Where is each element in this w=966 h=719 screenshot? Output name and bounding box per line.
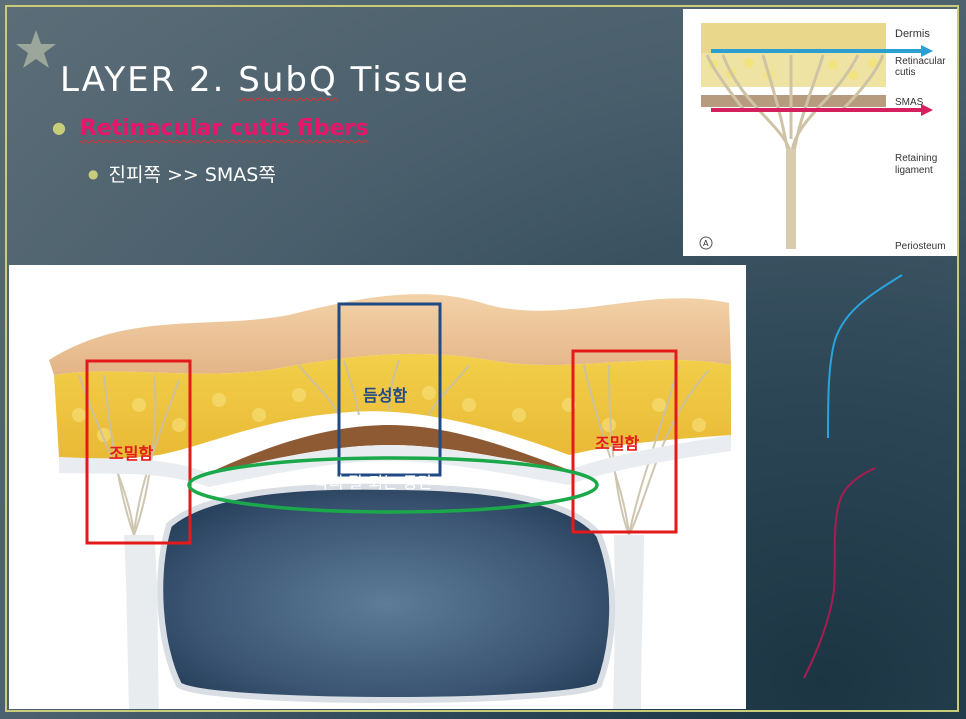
label-smas: SMAS — [895, 97, 924, 108]
sparse-box — [337, 302, 442, 477]
label-space: 박리 잘 되는 공간 — [314, 473, 433, 492]
star-icon — [16, 30, 56, 68]
label-cutis: cutis — [895, 67, 916, 78]
inset-diagram: A Dermis Retinacular cutis SMAS Retainin… — [699, 23, 946, 252]
inset-panel-letter: A — [703, 239, 709, 248]
slide-title: LAYER 2. SubQ Tissue — [60, 60, 470, 100]
bullet-main: ●Retinacular cutis fibers — [52, 116, 369, 141]
dense-box-right — [571, 349, 678, 534]
label-sparse: 듬성함 — [363, 386, 408, 405]
bullet-sub: ●진피쪽 >> SMAS쪽 — [88, 164, 276, 186]
label-ligament: ligament — [895, 165, 933, 176]
label-retinacular: Retinacular — [895, 56, 946, 67]
label-dense-left: 조밀함 — [109, 444, 154, 463]
label-dermis: Dermis — [895, 28, 930, 40]
space-ellipse — [187, 456, 599, 514]
label-retaining: Retaining — [895, 153, 937, 164]
label-dense-right: 조밀함 — [595, 434, 640, 453]
dense-box-left — [85, 359, 192, 545]
main-cross-section-figure: 조밀함 조밀함 듬성함 박리 잘 되는 공간 — [9, 265, 746, 709]
magenta-curve — [803, 467, 876, 679]
side-curves — [803, 274, 903, 679]
blue-curve — [827, 274, 903, 439]
main-diagram — [49, 294, 731, 709]
inset-anatomy-figure: A Dermis Retinacular cutis SMAS Retainin… — [683, 9, 957, 256]
label-periosteum: Periosteum — [895, 241, 946, 252]
